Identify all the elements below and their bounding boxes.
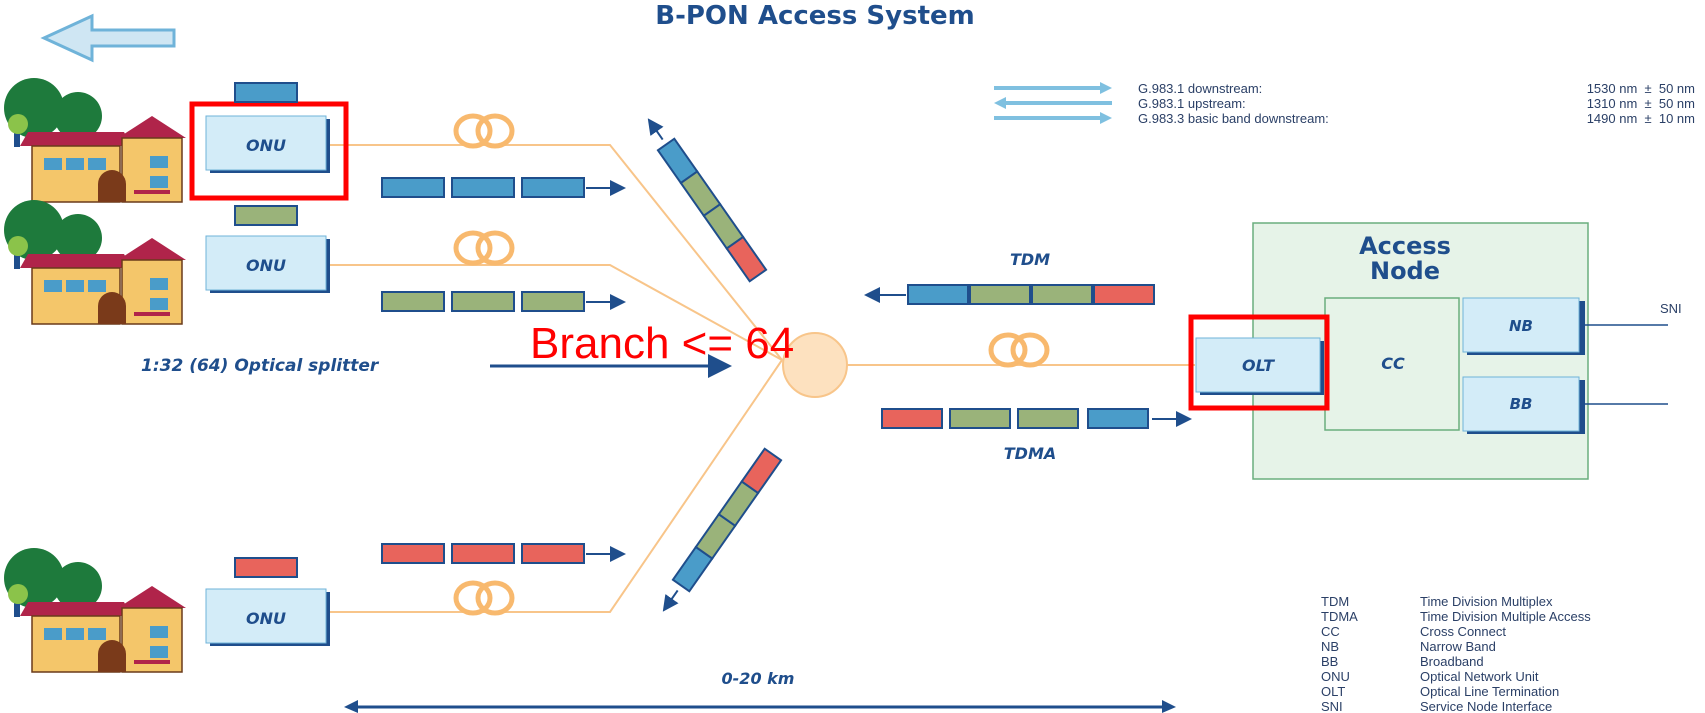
downstream-arrow-icon bbox=[994, 82, 1112, 94]
svg-text:Node: Node bbox=[1370, 257, 1440, 285]
distance-label: 0-20 km bbox=[722, 669, 795, 688]
onu-2-cell bbox=[234, 205, 298, 226]
tdma-label: TDMA bbox=[1004, 444, 1057, 463]
fiber-coil-1-icon bbox=[456, 116, 512, 146]
glossary-abbr: ONU bbox=[1321, 669, 1350, 684]
onu-1-cell bbox=[234, 82, 298, 103]
diagonal-train-lower bbox=[662, 447, 783, 612]
optical-splitter bbox=[782, 332, 848, 398]
bb-box: BB bbox=[1462, 376, 1585, 434]
glossary-full: Optical Network Unit bbox=[1420, 669, 1539, 684]
nb-box: NB bbox=[1462, 297, 1585, 355]
glossary-full: Time Division Multiple Access bbox=[1420, 609, 1591, 624]
glossary-full: Optical Line Termination bbox=[1420, 684, 1559, 699]
basic-band-arrow-icon bbox=[994, 112, 1112, 124]
tdm-label: TDM bbox=[1010, 250, 1050, 269]
svg-text:ONU: ONU bbox=[246, 136, 286, 155]
distance-arrow bbox=[344, 700, 1176, 713]
onu-highlight-box bbox=[189, 101, 349, 201]
house-2-icon bbox=[3, 199, 187, 325]
onu-2: ONU bbox=[205, 235, 330, 293]
glossary-full: Cross Connect bbox=[1420, 624, 1506, 639]
svg-text:NB: NB bbox=[1509, 317, 1533, 335]
glossary-full: Time Division Multiplex bbox=[1420, 594, 1553, 609]
diagram-title: B-PON Access System bbox=[655, 1, 974, 31]
glossary-abbr: NB bbox=[1321, 639, 1339, 654]
glossary-abbr: BB bbox=[1321, 654, 1338, 669]
wavelength-value: 1490 nm ± 10 nm bbox=[1587, 111, 1695, 126]
branch-annotation: Branch <= 64 bbox=[530, 319, 794, 368]
svg-text:ONU: ONU bbox=[246, 609, 286, 628]
sni-label: SNI bbox=[1660, 301, 1682, 316]
splitter-label: 1:32 (64) Optical splitter bbox=[141, 356, 380, 376]
olt-highlight-box bbox=[1188, 314, 1330, 411]
wavelength-value: 1530 nm ± 50 nm bbox=[1587, 81, 1695, 96]
glossary: TDM Time Division Multiplex TDMA Time Di… bbox=[1321, 594, 1591, 713]
cell-train-3 bbox=[381, 543, 626, 564]
diagonal-train-upper bbox=[647, 118, 768, 283]
wavelength-legend: G.983.1 downstream: G.983.1 upstream: G.… bbox=[994, 81, 1695, 126]
onu-1: ONU bbox=[205, 115, 330, 173]
wavelength-name: G.983.1 upstream: bbox=[1138, 96, 1246, 111]
onu-3-cell bbox=[234, 557, 298, 578]
upstream-arrow-icon bbox=[994, 97, 1112, 109]
back-arrow-icon bbox=[40, 13, 176, 63]
svg-text:OLT: OLT bbox=[1242, 356, 1275, 375]
glossary-abbr: SNI bbox=[1321, 699, 1343, 713]
wavelength-name: G.983.3 basic band downstream: bbox=[1138, 111, 1329, 126]
wavelength-value: 1310 nm ± 50 nm bbox=[1587, 96, 1695, 111]
glossary-abbr: OLT bbox=[1321, 684, 1345, 699]
house-3-icon bbox=[3, 547, 187, 673]
onu-3: ONU bbox=[205, 588, 330, 646]
cell-train-2 bbox=[381, 291, 626, 312]
glossary-full: Narrow Band bbox=[1420, 639, 1496, 654]
cell-train-1 bbox=[381, 177, 626, 198]
wavelength-name: G.983.1 downstream: bbox=[1138, 81, 1262, 96]
tdm-train bbox=[864, 284, 1155, 305]
svg-text:ONU: ONU bbox=[246, 256, 286, 275]
glossary-full: Broadband bbox=[1420, 654, 1484, 669]
glossary-full: Service Node Interface bbox=[1420, 699, 1552, 713]
fiber-coil-3-icon bbox=[456, 583, 512, 613]
olt-box: OLT bbox=[1195, 337, 1324, 395]
glossary-abbr: TDM bbox=[1321, 594, 1349, 609]
cc-box bbox=[1324, 297, 1460, 431]
tdma-train bbox=[881, 408, 1192, 429]
svg-text:Access: Access bbox=[1359, 232, 1451, 260]
svg-text:BB: BB bbox=[1510, 395, 1533, 413]
house-1-icon bbox=[3, 77, 187, 203]
fiber-lines bbox=[330, 144, 1195, 613]
fiber-coil-2-icon bbox=[456, 233, 512, 263]
svg-text:CC: CC bbox=[1381, 354, 1405, 373]
glossary-abbr: TDMA bbox=[1321, 609, 1358, 624]
fiber-coil-olt-icon bbox=[991, 335, 1047, 365]
glossary-abbr: CC bbox=[1321, 624, 1340, 639]
